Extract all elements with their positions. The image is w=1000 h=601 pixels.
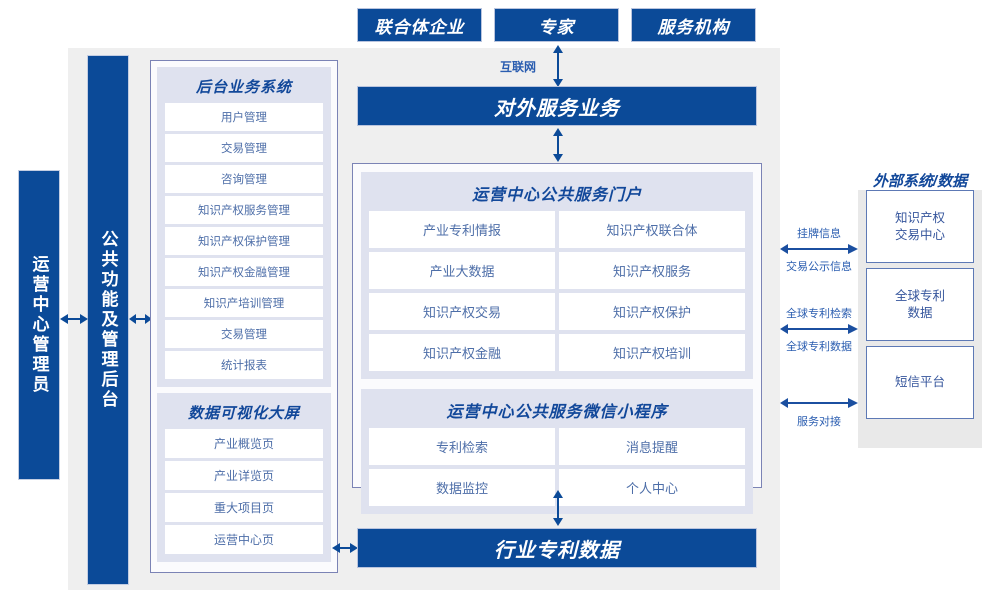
group-title: 数据可视化大屏: [187, 405, 300, 422]
portal-item[interactable]: 知识产权保护: [559, 293, 745, 330]
actor-label: 专家: [538, 17, 575, 37]
group-title: 运营中心公共服务微信小程序: [446, 404, 668, 421]
actor-box-union-enterprise[interactable]: 联合体企业: [357, 8, 482, 42]
external-item-global-patent-data[interactable]: 全球专利 数据: [866, 268, 974, 341]
arrow-admin-to-backend: [60, 314, 88, 324]
list-item[interactable]: 产业概览页: [165, 429, 323, 458]
bar-label: 对外服务业务: [494, 97, 620, 120]
portal-item[interactable]: 产业大数据: [369, 252, 555, 289]
external-service-business-bar[interactable]: 对外服务业务: [357, 86, 757, 126]
list-item[interactable]: 知识产权服务管理: [165, 196, 323, 224]
external-item-sms-platform[interactable]: 短信平台: [866, 346, 974, 419]
group-title: 运营中心公共服务门户: [471, 187, 642, 204]
arrow-backend-to-data: [332, 543, 358, 553]
connector-label-trade-public-info: 交易公示信息: [786, 261, 852, 273]
list-item[interactable]: 知识产权金融管理: [165, 258, 323, 286]
portal-item[interactable]: 知识产权联合体: [559, 211, 745, 248]
connector-label-global-patent-search: 全球专利检索: [786, 308, 852, 320]
list-item[interactable]: 咨询管理: [165, 165, 323, 193]
portal-item[interactable]: 知识产权培训: [559, 334, 745, 371]
backend-panel: 后台业务系统 用户管理 交易管理 咨询管理 知识产权服务管理 知识产权保护管理 …: [150, 60, 338, 573]
portal-item[interactable]: 知识产权服务: [559, 252, 745, 289]
actor-label: 服务机构: [657, 17, 730, 37]
list-item[interactable]: 统计报表: [165, 351, 323, 379]
connector-label-listing-info: 挂牌信息: [797, 228, 841, 240]
portal-item[interactable]: 知识产权金融: [369, 334, 555, 371]
external-item-label: 全球专利 数据: [894, 288, 945, 320]
list-item[interactable]: 重大项目页: [165, 493, 323, 522]
actor-box-service-agency[interactable]: 服务机构: [631, 8, 756, 42]
role-bar-label: 公共功能及管理后台: [98, 230, 118, 410]
external-item-label: 知识产权 交易中心: [894, 210, 945, 242]
industry-patent-data-bar[interactable]: 行业专利数据: [357, 528, 757, 568]
list-item[interactable]: 产业详览页: [165, 461, 323, 490]
role-bar-label: 运营中心管理员: [29, 255, 49, 395]
arrow-service-to-portal: [553, 128, 563, 162]
miniprogram-item[interactable]: 专利检索: [369, 428, 555, 465]
list-item[interactable]: 交易管理: [165, 134, 323, 162]
external-item-label: 短信平台: [894, 375, 945, 390]
group-title: 后台业务系统: [195, 79, 292, 96]
list-item[interactable]: 交易管理: [165, 320, 323, 348]
connector-label-global-patent-data: 全球专利数据: [786, 341, 852, 353]
miniprogram-item[interactable]: 个人中心: [559, 469, 745, 506]
list-item[interactable]: 用户管理: [165, 103, 323, 131]
center-panel: 运营中心公共服务门户 产业专利情报 知识产权联合体 产业大数据 知识产权服务 知…: [352, 163, 762, 514]
role-bar-operations-admin[interactable]: 运营中心管理员: [18, 170, 60, 480]
actor-box-expert[interactable]: 专家: [494, 8, 619, 42]
arrow-external-trading: [780, 244, 858, 254]
arrow-backend-to-panel: [129, 314, 152, 324]
group-public-service-portal: 运营中心公共服务门户 产业专利情报 知识产权联合体 产业大数据 知识产权服务 知…: [361, 172, 753, 379]
external-item-ip-trading-center[interactable]: 知识产权 交易中心: [866, 190, 974, 263]
arrow-external-patent: [780, 324, 858, 334]
portal-item[interactable]: 产业专利情报: [369, 211, 555, 248]
connector-label-internet: 互联网: [499, 60, 536, 74]
connector-label-service-docking: 服务对接: [797, 416, 841, 428]
arrow-portal-to-data: [553, 490, 563, 526]
group-backend-business-system: 后台业务系统 用户管理 交易管理 咨询管理 知识产权服务管理 知识产权保护管理 …: [157, 67, 331, 387]
role-bar-common-backend[interactable]: 公共功能及管理后台: [87, 55, 129, 585]
portal-grid: 产业专利情报 知识产权联合体 产业大数据 知识产权服务 知识产权交易 知识产权保…: [369, 211, 745, 371]
external-systems-title: 外部系统/数据: [872, 173, 968, 190]
actor-label: 联合体企业: [374, 17, 465, 37]
external-systems-panel: 知识产权 交易中心 全球专利 数据 短信平台: [858, 190, 982, 448]
list-item[interactable]: 知识产培训管理: [165, 289, 323, 317]
internet-arrow: [553, 45, 563, 87]
bar-label: 行业专利数据: [494, 539, 620, 562]
miniprogram-item[interactable]: 数据监控: [369, 469, 555, 506]
group-data-visualization: 数据可视化大屏 产业概览页 产业详览页 重大项目页 运营中心页: [157, 393, 331, 562]
portal-item[interactable]: 知识产权交易: [369, 293, 555, 330]
list-item[interactable]: 知识产权保护管理: [165, 227, 323, 255]
list-item[interactable]: 运营中心页: [165, 525, 323, 554]
miniprogram-item[interactable]: 消息提醒: [559, 428, 745, 465]
miniprogram-grid: 专利检索 消息提醒 数据监控 个人中心: [369, 428, 745, 506]
group-wechat-miniprogram: 运营中心公共服务微信小程序 专利检索 消息提醒 数据监控 个人中心: [361, 389, 753, 514]
arrow-external-sms: [780, 398, 858, 408]
